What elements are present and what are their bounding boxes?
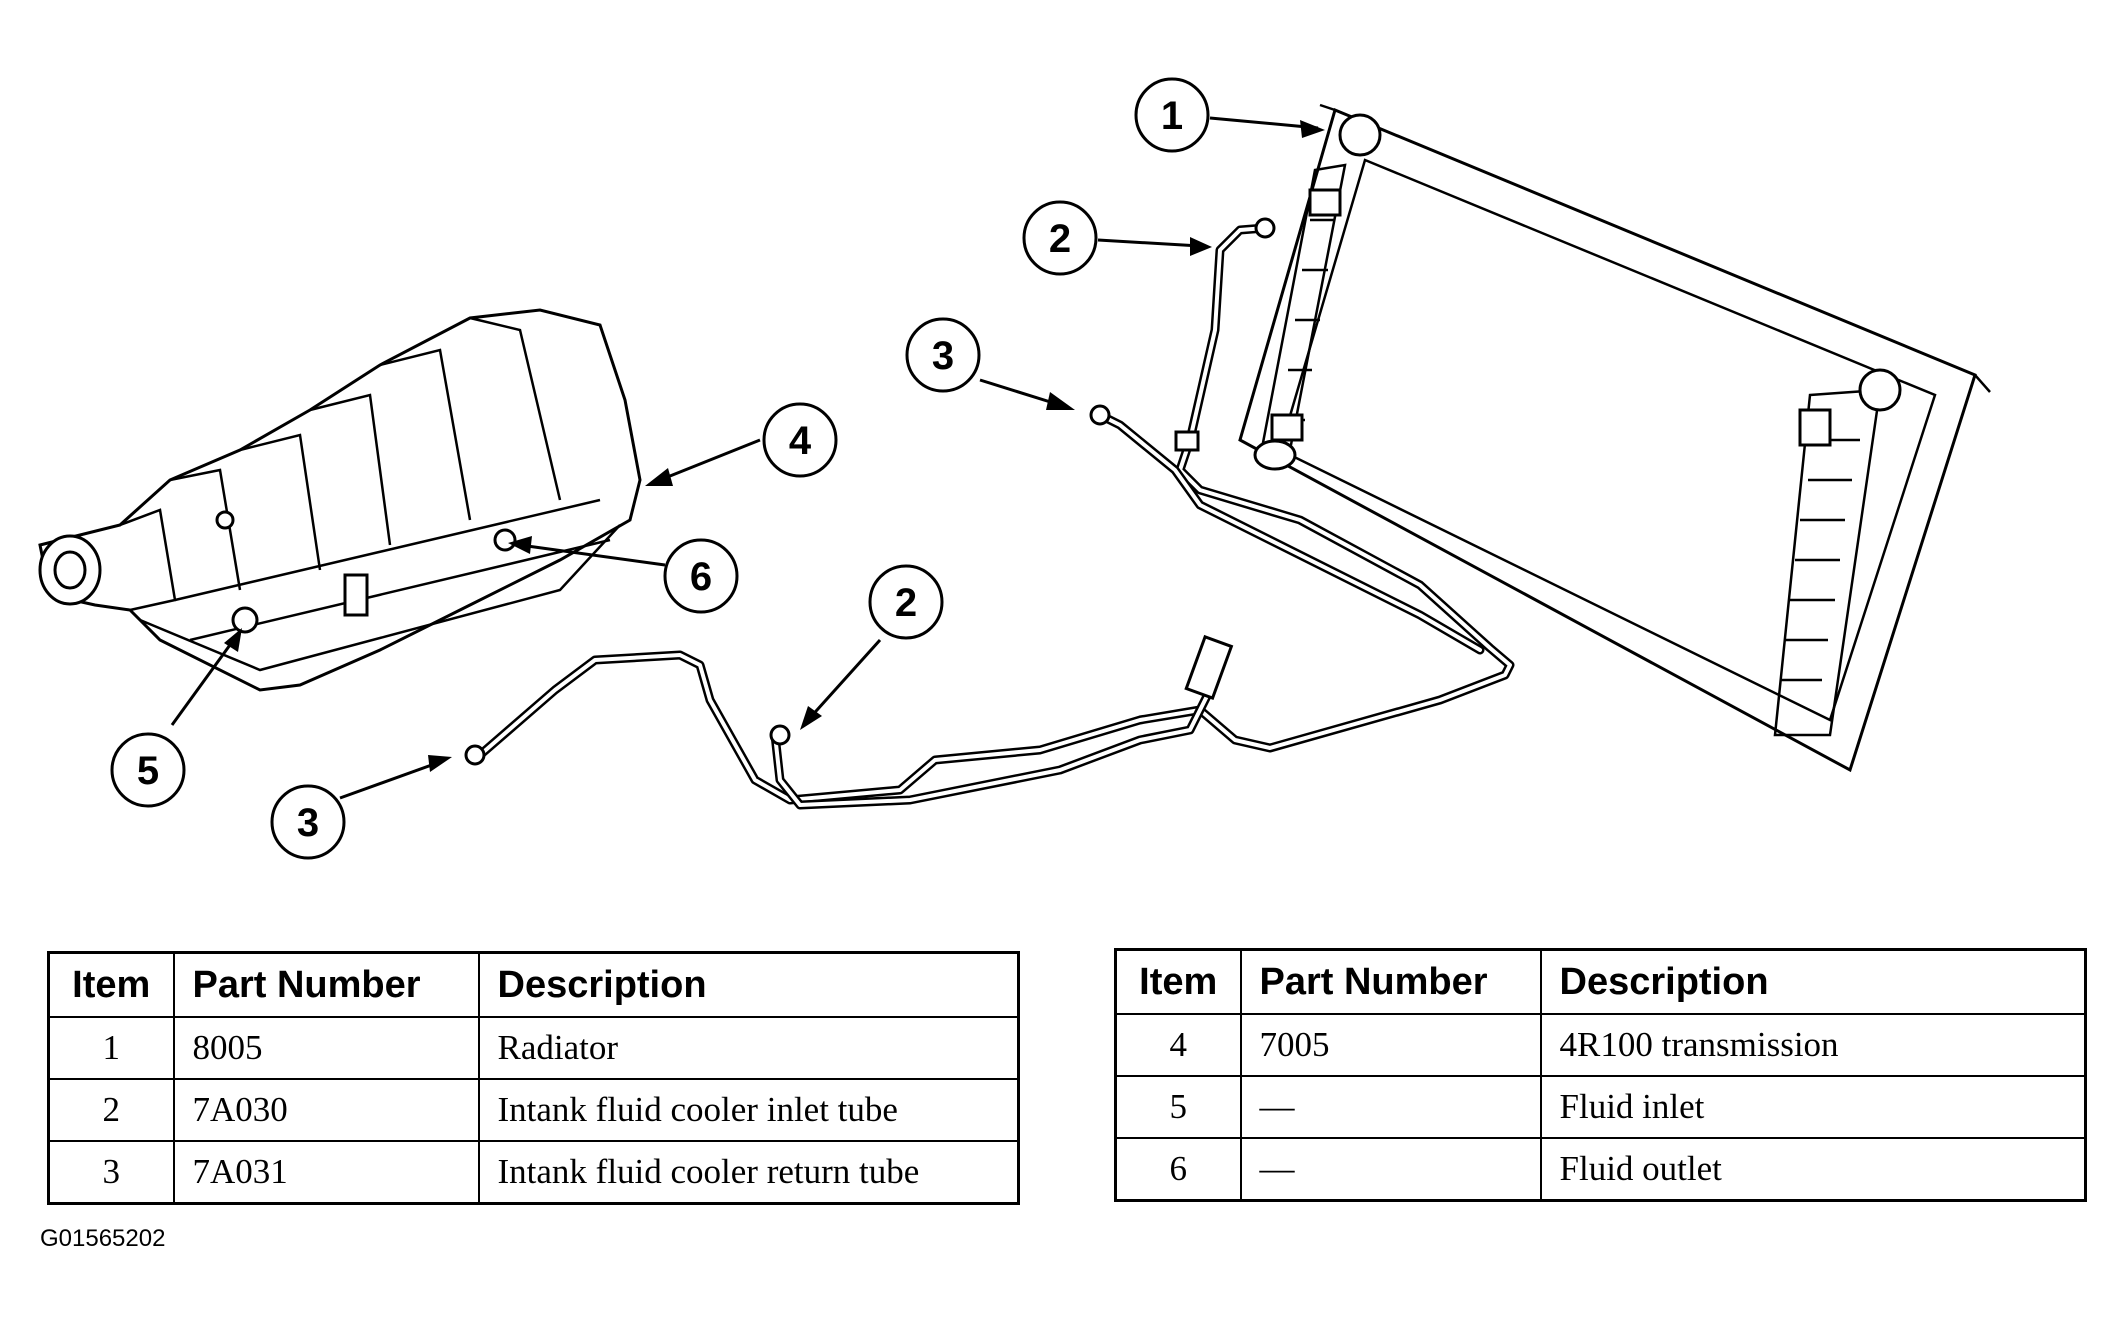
svg-text:3: 3 [297, 801, 319, 845]
callout-2-inlet-lower: 2 [868, 564, 944, 640]
cell-item: 2 [47, 1078, 175, 1142]
svg-text:6: 6 [690, 555, 712, 599]
svg-text:2: 2 [895, 581, 917, 625]
svg-text:3: 3 [932, 334, 954, 378]
cell-item: 6 [1114, 1137, 1242, 1202]
callout-1: 1 [1134, 77, 1210, 153]
cell-part-number: 8005 [172, 1016, 480, 1080]
table-header-row: Item Part Number Description [1114, 948, 2087, 1015]
callout-6: 6 [663, 538, 739, 614]
table-row: 3 7A031 Intank fluid cooler return tube [47, 1140, 1020, 1205]
cell-description: Intank fluid cooler return tube [477, 1140, 1020, 1205]
cell-item: 4 [1114, 1013, 1242, 1077]
cooler-lines-diagram: 1 2 3 4 6 2 5 3 [38, 77, 1991, 860]
cell-description: Fluid outlet [1539, 1137, 2087, 1202]
table-header-row: Item Part Number Description [47, 951, 1020, 1018]
table-row: 1 8005 Radiator [47, 1016, 1020, 1080]
header-description: Description [1539, 948, 2087, 1015]
header-description: Description [477, 951, 1020, 1018]
callout-4: 4 [762, 402, 838, 478]
table-row: 6 — Fluid outlet [1114, 1137, 2087, 1202]
cell-description: 4R100 transmission [1539, 1013, 2087, 1077]
table-row: 4 7005 4R100 transmission [1114, 1013, 2087, 1077]
radiator [1238, 103, 1991, 773]
parts-table-left: Item Part Number Description 1 8005 Radi… [47, 951, 1020, 1205]
cell-description: Intank fluid cooler inlet tube [477, 1078, 1020, 1142]
cell-description: Radiator [477, 1016, 1020, 1080]
cell-item: 5 [1114, 1075, 1242, 1139]
transmission [38, 308, 642, 692]
callout-3-return-lower: 3 [270, 784, 346, 860]
table-row: 2 7A030 Intank fluid cooler inlet tube [47, 1078, 1020, 1142]
svg-text:4: 4 [789, 419, 812, 463]
callout-3-return-upper: 3 [905, 317, 981, 393]
svg-text:1: 1 [1161, 94, 1183, 138]
cell-part-number: 7A031 [172, 1140, 480, 1205]
table-row: 5 — Fluid inlet [1114, 1075, 2087, 1139]
cell-part-number: 7005 [1239, 1013, 1542, 1077]
callout-2-inlet-upper: 2 [1022, 200, 1098, 276]
figure-id: G01565202 [40, 1225, 166, 1252]
cell-description: Fluid inlet [1539, 1075, 2087, 1139]
cell-part-number: — [1239, 1137, 1542, 1202]
cooler-tubes [464, 217, 1515, 810]
cell-part-number: — [1239, 1075, 1542, 1139]
callout-5: 5 [110, 732, 186, 808]
parts-table-right: Item Part Number Description 4 7005 4R10… [1114, 948, 2087, 1202]
svg-text:2: 2 [1049, 217, 1071, 261]
header-part-number: Part Number [1239, 948, 1542, 1015]
header-part-number: Part Number [172, 951, 480, 1018]
header-item: Item [47, 951, 175, 1018]
leader-lines [170, 116, 1325, 800]
cell-item: 1 [47, 1016, 175, 1080]
svg-text:5: 5 [137, 749, 159, 793]
cell-part-number: 7A030 [172, 1078, 480, 1142]
cell-item: 3 [47, 1140, 175, 1205]
header-item: Item [1114, 948, 1242, 1015]
